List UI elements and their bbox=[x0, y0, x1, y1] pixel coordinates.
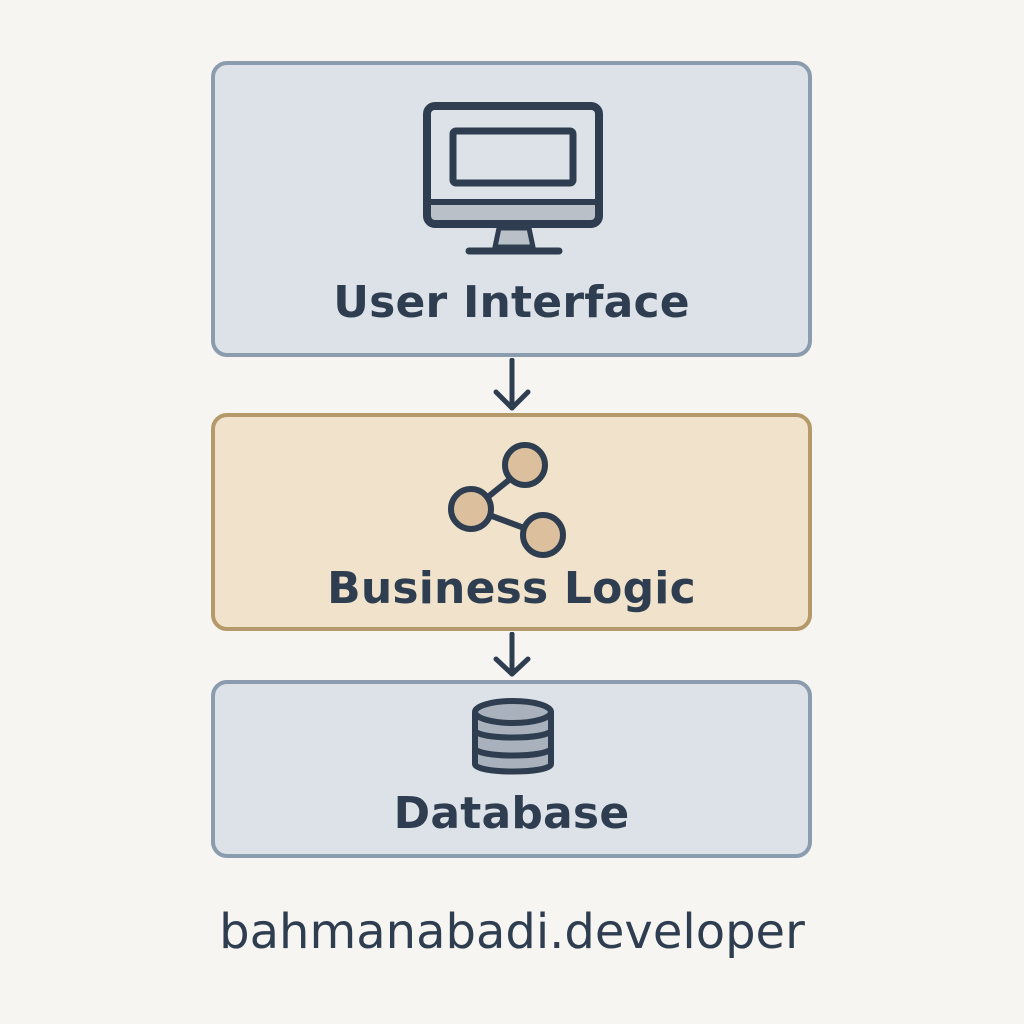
layer-label: Database bbox=[393, 788, 630, 839]
layer-label: User Interface bbox=[333, 277, 690, 328]
layer-label: Business Logic bbox=[327, 563, 696, 614]
database-icon bbox=[472, 698, 554, 775]
footer-caption: bahmanabadi.developer bbox=[219, 904, 805, 960]
layer-database: Database bbox=[211, 680, 812, 858]
arrow-down-icon bbox=[493, 632, 531, 677]
layer-business-logic: Business Logic bbox=[211, 413, 812, 631]
share-nodes-icon bbox=[448, 442, 566, 558]
monitor-icon bbox=[423, 102, 603, 255]
arrow-down-icon bbox=[493, 358, 531, 411]
layer-user-interface: User Interface bbox=[211, 61, 812, 357]
